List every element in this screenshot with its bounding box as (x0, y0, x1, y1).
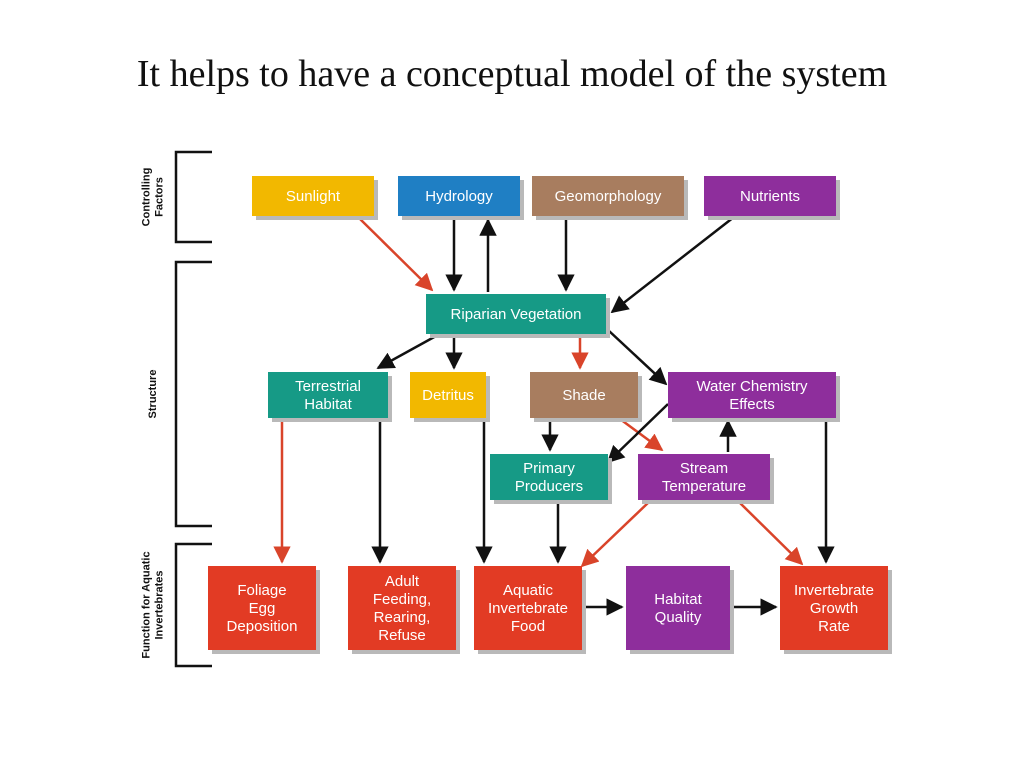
node-label-line: Water Chemistry (696, 378, 808, 395)
node-label-line: Aquatic (503, 582, 554, 599)
node-label-line: Riparian Vegetation (451, 306, 582, 323)
node-box (398, 176, 520, 216)
node-box (348, 566, 456, 650)
node-layer: Sunlight Hydrology Geomorphology NutrientsR… (208, 176, 892, 654)
node-label-line: Sunlight (286, 188, 341, 205)
node-shade: Shade (530, 372, 642, 422)
edge-waterchem-to-primary (606, 403, 669, 464)
bracket-structure (174, 260, 212, 528)
section-label-line: Invertebrates (154, 570, 166, 639)
node-box (268, 372, 388, 418)
node-box (626, 566, 730, 650)
node-box (410, 372, 486, 418)
node-box (208, 566, 316, 650)
node-label-line: Foliage (237, 582, 286, 599)
node-sunlight: Sunlight (252, 176, 378, 220)
node-label-line: Adult (385, 573, 420, 590)
node-label-line: Producers (515, 478, 583, 495)
section-label-line: Structure (147, 370, 159, 419)
bracket-controlling (174, 150, 212, 244)
edge-sunlight-to-riparian (357, 216, 434, 292)
section-label-line: Function for Aquatic (141, 551, 153, 658)
node-label-line: Nutrients (740, 188, 800, 205)
node-label-line: Invertebrate (488, 600, 568, 617)
section-label-function: Function for AquaticInvertebrates (141, 551, 166, 658)
edge-riparian-to-terrestrial (376, 334, 437, 370)
node-label-line: Detritus (422, 387, 474, 404)
node-box (780, 566, 888, 650)
node-geomorphology: Geomorphology (532, 176, 688, 220)
section-label-line: Factors (154, 177, 166, 217)
node-label-line: Food (511, 618, 545, 635)
node-box (474, 566, 582, 650)
node-label-line: Stream (680, 460, 728, 477)
node-hydrology: Hydrology (398, 176, 524, 220)
slide-title: It helps to have a conceptual model of t… (136, 53, 888, 95)
node-label-line: Rate (818, 618, 850, 635)
edge-riparian-to-waterchem (607, 329, 668, 386)
node-label-line: Invertebrate (794, 582, 874, 599)
node-box (490, 454, 608, 500)
node-label-line: Refuse (378, 627, 426, 644)
node-label-line: Shade (562, 387, 605, 404)
node-nutrients: Nutrients (704, 176, 840, 220)
node-detritus: Detritus (410, 372, 490, 422)
edge-streamtemp-to-aquaticfood (580, 500, 651, 568)
node-label-line: Habitat (304, 396, 352, 413)
node-label-line: Geomorphology (555, 188, 662, 205)
node-label-line: Egg (249, 600, 276, 617)
node-label-line: Temperature (662, 478, 746, 495)
node-label-line: Growth (810, 600, 858, 617)
node-label-line: Hydrology (425, 188, 493, 205)
section-label-structure: Structure (147, 370, 159, 419)
node-box (426, 294, 606, 334)
edge-streamtemp-to-growth (737, 500, 804, 566)
bracket-function (174, 542, 212, 668)
edge-layer (273, 216, 835, 616)
node-label-line: Primary (523, 460, 575, 477)
node-label-line: Quality (655, 609, 702, 626)
node-box (704, 176, 836, 216)
node-box (638, 454, 770, 500)
node-label-line: Terrestrial (295, 378, 361, 395)
section-label-line: Controlling (141, 168, 153, 227)
edge-nutrients-to-riparian (610, 216, 735, 314)
node-label-line: Deposition (227, 618, 298, 635)
node-box (530, 372, 638, 418)
node-riparian: Riparian Vegetation (426, 294, 610, 338)
section-label-controlling: ControllingFactors (141, 168, 166, 227)
node-box (668, 372, 836, 418)
node-box (252, 176, 374, 216)
node-box (532, 176, 684, 216)
edge-shade-to-streamtemp (619, 417, 664, 452)
node-label-line: Effects (729, 396, 775, 413)
node-label-line: Rearing, (374, 609, 431, 626)
node-label-line: Feeding, (373, 591, 431, 608)
node-label-line: Habitat (654, 591, 702, 608)
